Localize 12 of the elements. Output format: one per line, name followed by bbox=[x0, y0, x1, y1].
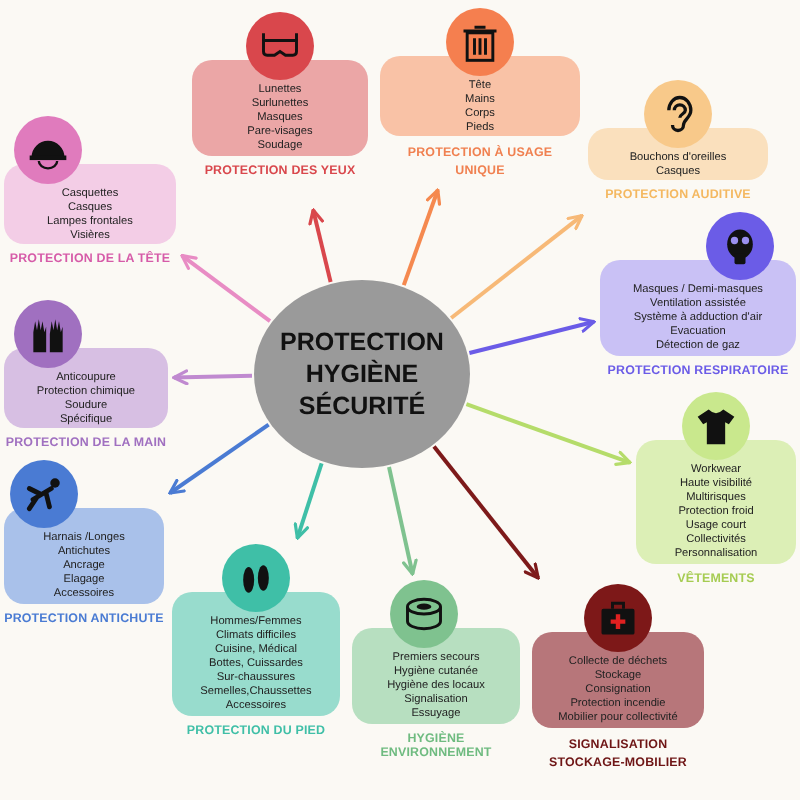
arrow bbox=[180, 254, 272, 323]
arrow bbox=[465, 402, 632, 466]
arrow bbox=[449, 214, 584, 320]
arrow bbox=[401, 188, 442, 286]
arrow bbox=[168, 422, 270, 495]
arrow bbox=[293, 462, 324, 540]
arrow bbox=[172, 369, 253, 386]
arrow bbox=[468, 317, 596, 355]
arrow bbox=[387, 466, 418, 576]
arrow bbox=[308, 208, 333, 283]
central-title: PROTECTION HYGIÈNE SÉCURITÉ bbox=[278, 326, 446, 422]
arrow bbox=[432, 445, 540, 580]
